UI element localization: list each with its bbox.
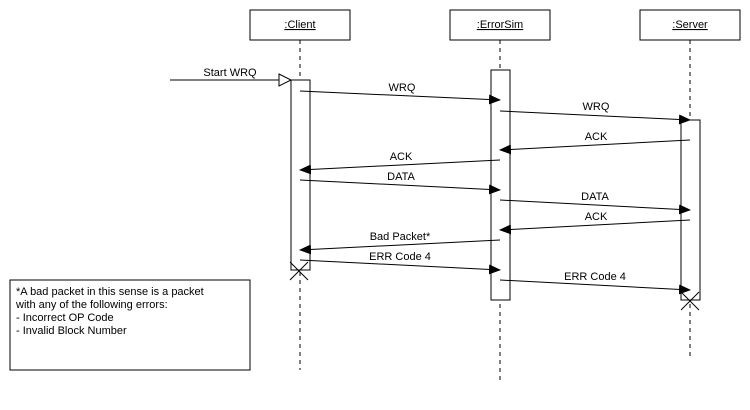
message-wrq-errorsim-to-server: WRQ	[499, 101, 691, 125]
message-data-client-to-errorsim: DATA	[299, 171, 501, 195]
message-ack-server-to-errorsim-2: ACK	[499, 211, 691, 235]
message-ack-errorsim-to-client: ACK	[299, 151, 501, 175]
note-box	[9, 279, 251, 371]
message-wrq-2-label: WRQ	[583, 101, 610, 113]
message-err-client-to-errorsim: ERR Code 4	[299, 251, 501, 275]
destroy-mark-client	[289, 261, 309, 281]
note-line: *A bad packet in this sense is a packet	[16, 286, 204, 298]
message-ack-2-label: ACK	[390, 151, 413, 163]
message-err-2-label: ERR Code 4	[564, 271, 626, 283]
message-ack-3-label: ACK	[585, 211, 608, 223]
message-bad-packet: Bad Packet*	[299, 231, 501, 255]
message-bad-packet-label: Bad Packet*	[370, 231, 431, 243]
note-text: *A bad packet in this sense is a packet …	[16, 286, 246, 338]
note-line: - Incorrect OP Code	[16, 312, 114, 324]
message-err-1-label: ERR Code 4	[369, 251, 431, 263]
destroy-mark-server	[680, 291, 700, 311]
message-wrq-1-label: WRQ	[389, 82, 416, 94]
message-data-2-label: DATA	[581, 191, 609, 203]
participant-client-label: :Client	[284, 19, 315, 31]
message-wrq-client-to-errorsim: WRQ	[299, 82, 501, 105]
participant-errorsim-label: :ErrorSim	[477, 19, 523, 31]
participant-server-label: :Server	[672, 19, 708, 31]
message-start-wrq: Start WRQ	[170, 67, 293, 87]
activation-client	[290, 79, 311, 271]
note-line: with any of the following errors:	[16, 299, 168, 311]
activation-errorsim	[490, 69, 511, 301]
participant-client: :Client	[249, 9, 351, 41]
participant-server: :Server	[639, 9, 741, 41]
message-ack-1-label: ACK	[585, 131, 608, 143]
message-data-1-label: DATA	[387, 171, 415, 183]
message-start-wrq-label: Start WRQ	[203, 67, 257, 79]
message-err-errorsim-to-server: ERR Code 4	[499, 271, 691, 295]
note-line: - Invalid Block Number	[16, 325, 127, 337]
participant-errorsim: :ErrorSim	[449, 9, 551, 41]
message-ack-server-to-errorsim: ACK	[499, 131, 691, 155]
message-data-errorsim-to-server: DATA	[499, 191, 691, 215]
